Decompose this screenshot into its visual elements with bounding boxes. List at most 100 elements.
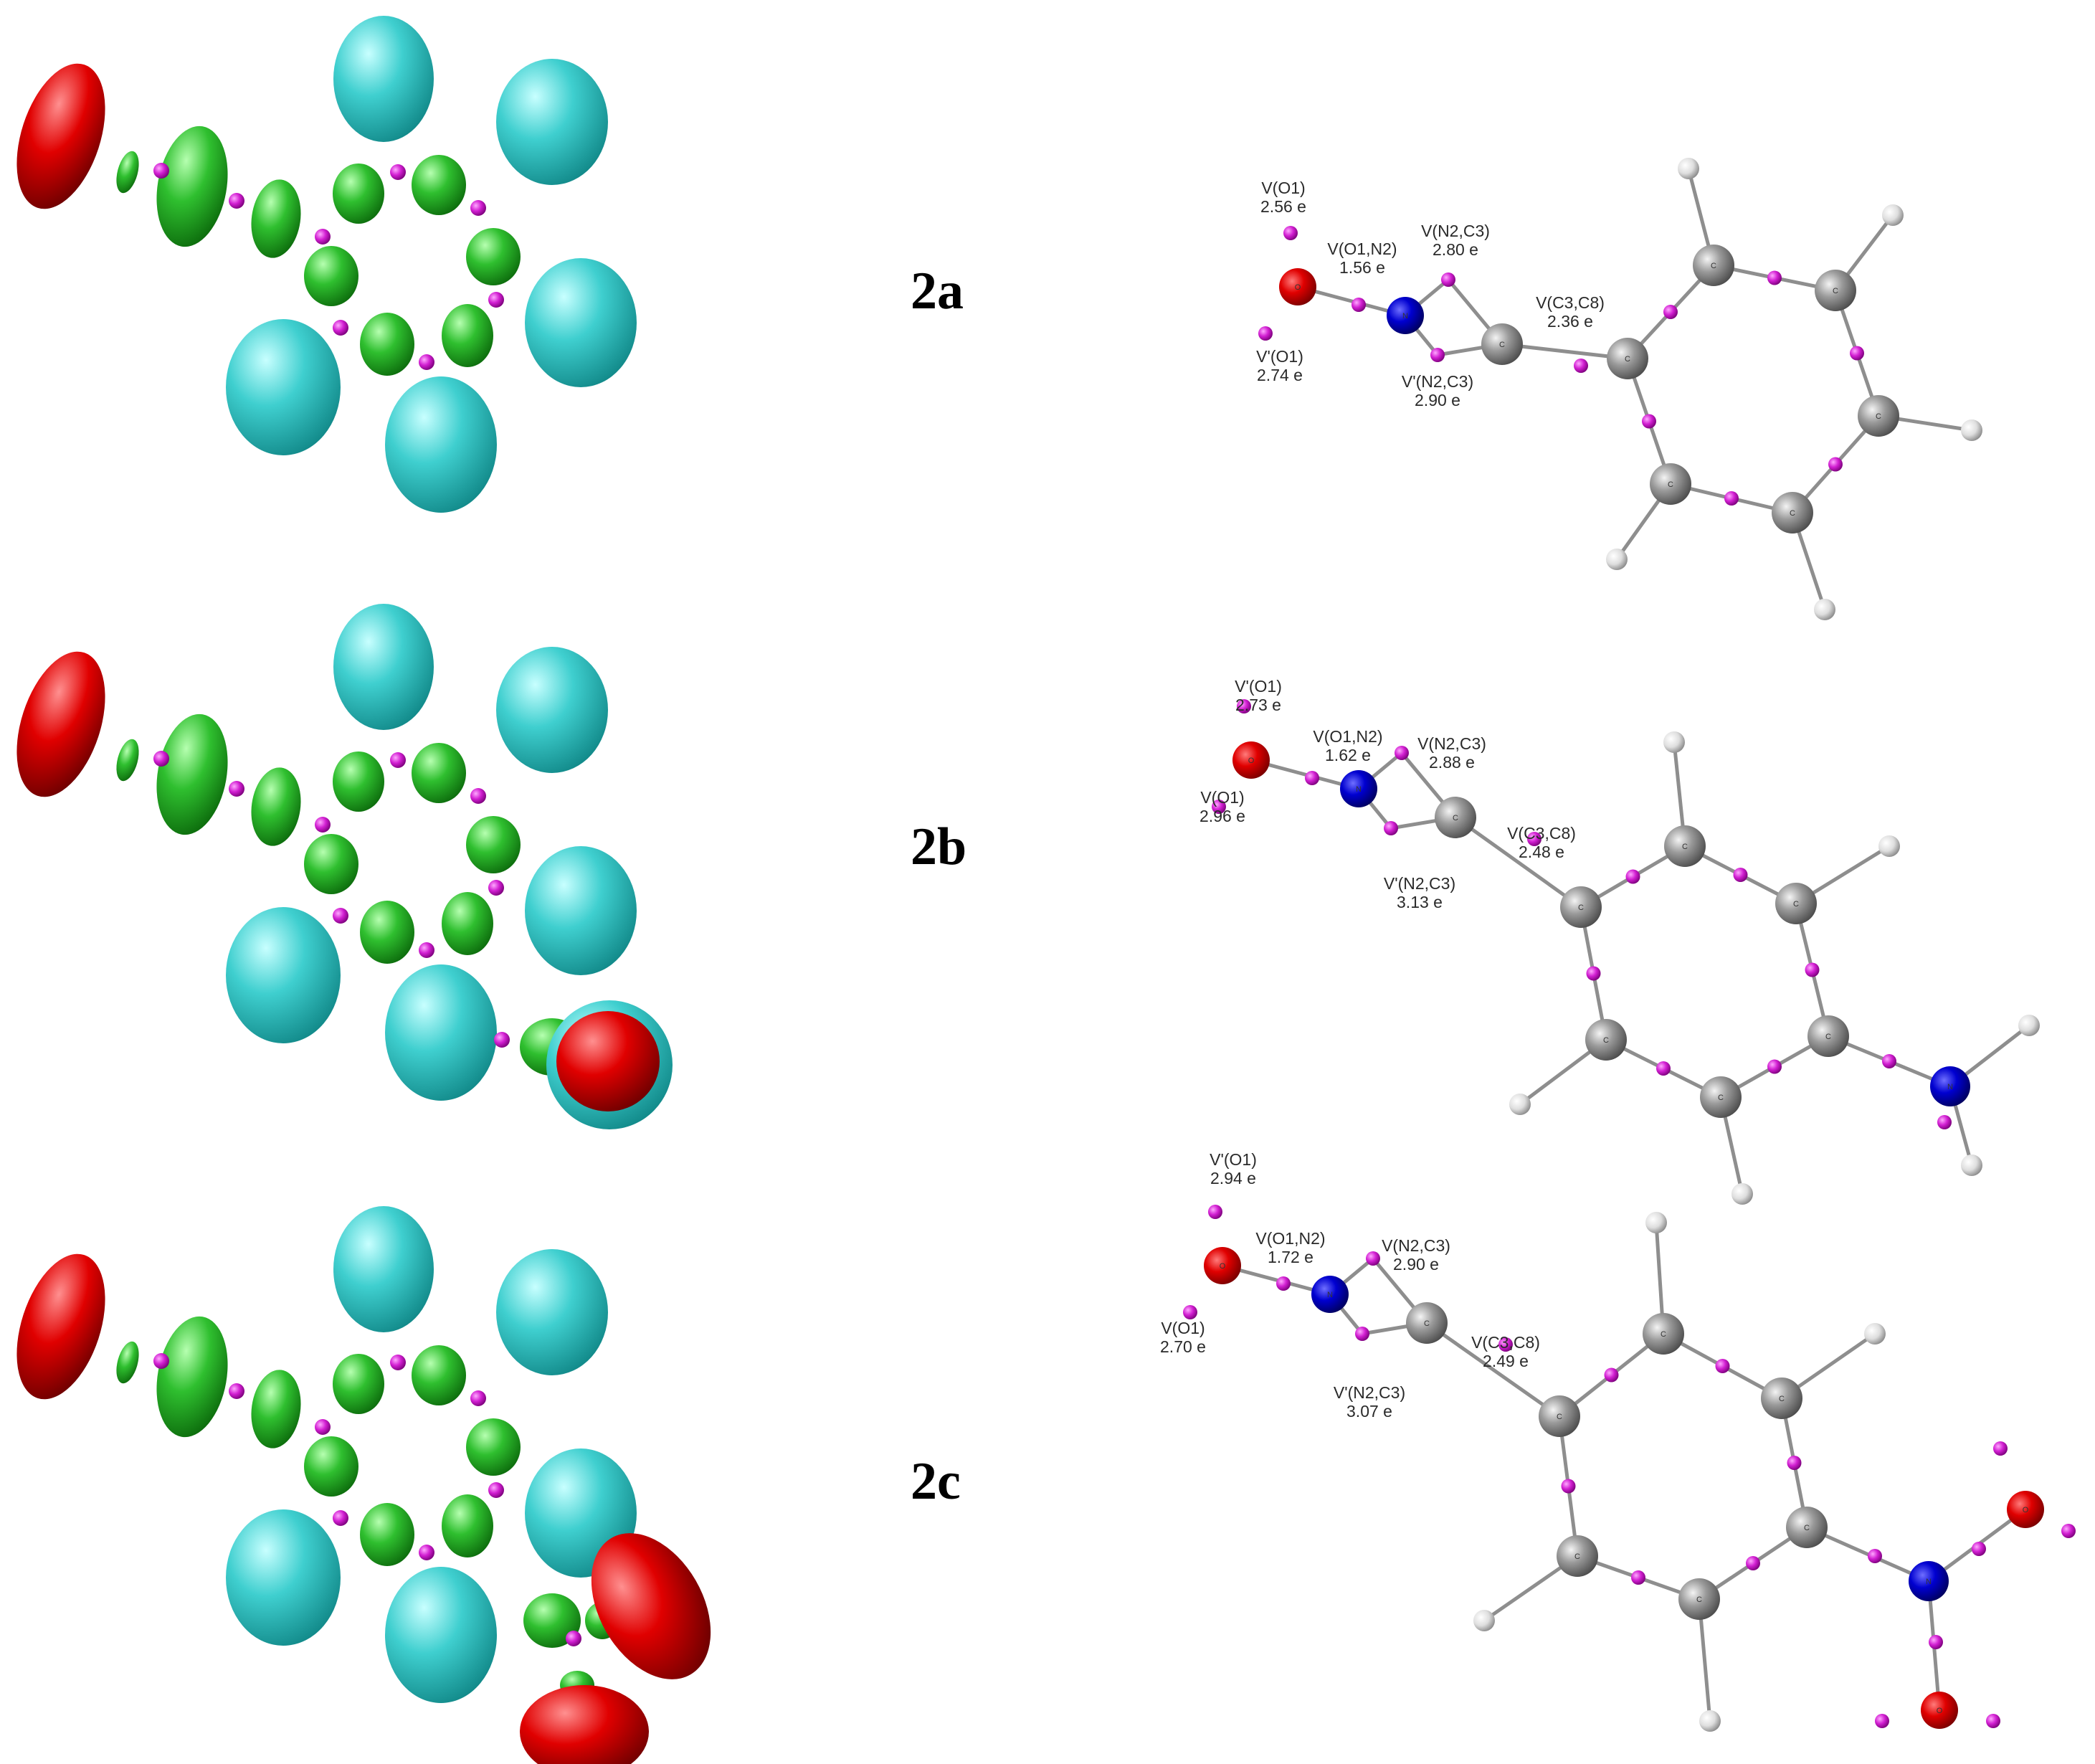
carbon-atom xyxy=(1807,1015,1849,1057)
basin-population-label: 2.73 e xyxy=(1235,696,1281,714)
basin-name-label: V(O1) xyxy=(1261,179,1305,197)
atom-letter: C xyxy=(1696,1595,1702,1604)
hydrogen-atom xyxy=(1864,1323,1886,1345)
nitrogen-atom xyxy=(1340,770,1377,807)
hydrogen-atom xyxy=(1814,599,1835,620)
basin-population-label: 2.90 e xyxy=(1415,391,1460,409)
ring-basin xyxy=(412,1345,466,1405)
carbon-atom xyxy=(1664,825,1706,867)
basin-name-label: V(N2,C3) xyxy=(1417,734,1486,753)
carbon-atom xyxy=(1481,323,1523,365)
basin-name-label: V(C3,C8) xyxy=(1536,293,1605,312)
attractor-dot xyxy=(390,164,406,180)
attractor-point xyxy=(1850,346,1864,361)
atom-letter: C xyxy=(1779,1395,1785,1403)
nitrogen-atom xyxy=(1387,297,1424,334)
hydrogen-basin xyxy=(385,376,497,513)
disynaptic-basin xyxy=(156,713,228,835)
carbon-atom xyxy=(1435,797,1476,838)
hydrogen-atom xyxy=(1606,549,1628,570)
elf-basin-panel-2b xyxy=(16,604,673,1129)
bond xyxy=(1453,815,1583,909)
basin-name-label: V'(N2,C3) xyxy=(1402,372,1473,391)
ring-basin xyxy=(360,1503,414,1566)
carbon-atom xyxy=(1775,883,1817,924)
attractor-dot xyxy=(315,817,331,833)
basin-name-label: V(O1,N2) xyxy=(1255,1229,1325,1248)
attractor-point xyxy=(1929,1635,1943,1649)
basin-name-label: V(C3,C8) xyxy=(1471,1333,1540,1352)
basin-population-label: 2.90 e xyxy=(1393,1255,1439,1274)
attractor-point xyxy=(1212,800,1226,814)
atom-letter: O xyxy=(1248,757,1255,765)
attractor-point xyxy=(1746,1556,1760,1570)
atom-letter: C xyxy=(1790,509,1795,518)
oxygen-basin xyxy=(16,651,105,797)
nitrogen-atom xyxy=(1930,1066,1970,1106)
oxygen-atom xyxy=(1204,1247,1241,1284)
ring-basin xyxy=(333,751,384,812)
attractor-dot xyxy=(470,1390,486,1406)
basin-population-label: 2.36 e xyxy=(1547,312,1593,331)
attractor-point xyxy=(1631,1570,1645,1585)
attractor-point xyxy=(1586,966,1601,981)
attractor-dot xyxy=(470,200,486,216)
atom-letter: C xyxy=(1578,904,1584,912)
basin-name-label: V'(N2,C3) xyxy=(1384,874,1455,893)
attractor-point xyxy=(1715,1359,1730,1373)
oxygen-atom xyxy=(1279,268,1316,305)
hydrogen-basin xyxy=(333,604,434,730)
basin-population-label: 2.56 e xyxy=(1260,197,1306,216)
oxygen-basin xyxy=(16,1253,105,1400)
attractor-dot xyxy=(419,354,434,370)
attractor-point xyxy=(1875,1714,1889,1728)
carbon-atom xyxy=(1858,395,1899,437)
ring-basin xyxy=(442,304,493,367)
hydrogen-atom xyxy=(1961,419,1982,441)
atom-letter: N xyxy=(1327,1291,1333,1299)
attractor-dot xyxy=(315,1419,331,1435)
basin-population-label: 3.07 e xyxy=(1346,1402,1392,1421)
attractor-dot xyxy=(333,320,348,336)
hydrogen-atom xyxy=(1473,1610,1495,1631)
nitrogen-atom xyxy=(1909,1561,1949,1601)
carbon-atom xyxy=(1700,1076,1742,1118)
attractor-point xyxy=(1384,821,1398,835)
carbon-atom xyxy=(1693,245,1734,286)
attractor-point xyxy=(1276,1276,1291,1291)
attractor-point xyxy=(1574,359,1588,373)
basin-population-label: 2.94 e xyxy=(1210,1169,1256,1187)
atom-letter: C xyxy=(1499,341,1505,349)
basin-population-label: 2.70 e xyxy=(1160,1337,1206,1356)
attractor-point xyxy=(1642,414,1656,429)
ring-basin xyxy=(412,743,466,803)
attractor-dot xyxy=(470,788,486,804)
ring-basin xyxy=(466,816,521,873)
panel-label-2c: 2c xyxy=(911,1452,961,1511)
attractor-point xyxy=(1351,298,1366,312)
atom-letter: C xyxy=(1825,1033,1831,1041)
atom-letter: N xyxy=(1947,1083,1953,1091)
carbon-atom xyxy=(1761,1377,1802,1419)
attractor-point xyxy=(1237,699,1251,713)
attractor-dot xyxy=(153,163,169,179)
hydrogen-basin xyxy=(525,846,637,975)
atom-letter: C xyxy=(1661,1330,1666,1339)
carbon-atom xyxy=(1607,338,1648,379)
hydrogen-atom xyxy=(1878,835,1900,857)
attractor-point xyxy=(1663,305,1678,319)
attractor-point xyxy=(1787,1456,1802,1470)
attractor-point xyxy=(1604,1367,1619,1383)
atom-letter: C xyxy=(1833,287,1838,295)
nitrogen-lone-pair-basin xyxy=(556,1011,660,1111)
basin-population-label: 2.80 e xyxy=(1433,240,1478,259)
hydrogen-atom xyxy=(1678,158,1699,179)
elf-basin-renderings xyxy=(16,16,711,1764)
basin-population-label: 2.88 e xyxy=(1429,753,1475,772)
attractor-dot xyxy=(229,781,244,797)
atom-letter: O xyxy=(1220,1262,1226,1271)
